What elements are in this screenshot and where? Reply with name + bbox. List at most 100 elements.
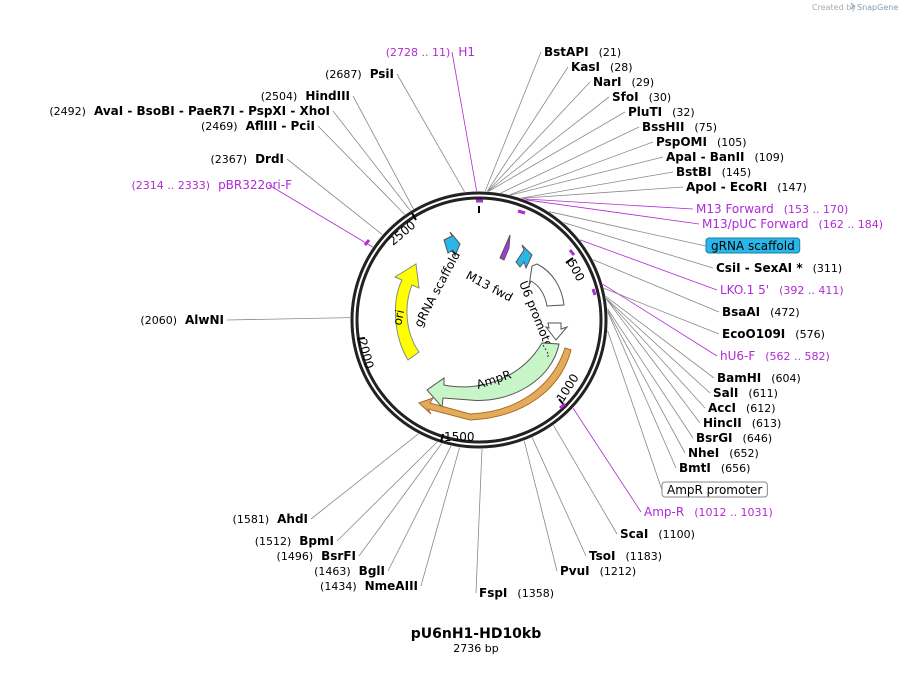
enzyme-site-apoi-leader [521,186,684,199]
enzyme-site-drdi-position: (2367) [210,153,247,166]
primer-h1-position: (2728 .. 11) [386,46,451,59]
primer-pbr322ori-f-name: pBR322ori-F [218,178,292,192]
enzyme-site-sfoi-leader [487,96,610,192]
primer-m13-forward-leader [523,198,694,210]
enzyme-site-scai-position: (1100) [658,528,695,541]
enzyme-site-bgli-leader [387,445,452,572]
enzyme-site-bsshii-leader [500,126,640,194]
enzyme-site-nmeaiii-leader [420,447,460,587]
enzyme-site-ahdi-position: (1581) [233,513,270,526]
primer-lko-1-5-name: LKO.1 5' [720,283,769,297]
enzyme-site-afliii-position: (2469) [201,120,238,133]
enzyme-site-nmeaiii-name: NmeAIII [365,579,418,593]
enzyme-site-psii-name: PsiI [370,67,394,81]
enzyme-site-bamhi-position: (604) [771,372,801,385]
enzyme-site-ahdi-leader [310,433,419,520]
feature-ori[interactable]: ori [390,263,420,361]
grna-scaffold-label-box-text: gRNA scaffold [711,239,795,253]
primer-lko-1-5-leader [579,239,718,291]
feature-m13-fwd[interactable]: M13 fwd [464,234,516,305]
ampr-promoter-label-box-leader [607,330,663,491]
enzyme-site-bsrfi-position: (1496) [277,550,314,563]
ampr-promoter-label-box-text: AmpR promoter [667,483,762,497]
primer-m13-puc-forward-name: M13/pUC Forward [702,217,809,231]
primer-pbr322ori-f-position: (2314 .. 2333) [132,179,211,192]
tick-marks [356,206,574,443]
enzyme-site-nhei-name: NheI [688,446,719,460]
feature-m13-label: M13 fwd [464,268,516,304]
enzyme-site-nmeaiii-position: (1434) [320,580,357,593]
primer-lko-1-5-position: (392 .. 411) [779,284,844,297]
enzyme-site-apai-position: (109) [755,151,785,164]
enzyme-site-avai-leader [332,110,411,211]
enzyme-site-nhei-leader [607,310,686,454]
enzyme-site-psii-leader [396,73,465,193]
enzyme-site-bsrfi-leader [358,443,442,557]
enzyme-site-avai-position: (2492) [49,105,86,118]
enzyme-site-ecoo109i-leader [603,287,720,335]
enzyme-site-sfoi-position: (30) [649,91,672,104]
enzyme-site-bmti-position: (656) [721,462,751,475]
enzyme-site-fspi-name: FspI [479,586,507,600]
enzyme-site-pspomi-position: (105) [717,136,747,149]
enzyme-site-ecoo109i-position: (576) [795,328,825,341]
enzyme-site-bstapi-name: BstAPI [544,45,589,59]
primer-pbr322ori-f-leader [268,184,373,248]
enzyme-site-tsoi-leader [531,437,587,557]
enzyme-site-apai-leader [510,156,664,196]
enzyme-site-apoi-position: (147) [777,181,807,194]
plasmid-name: pU6nH1-HD10kb [411,626,542,642]
enzyme-site-nari-leader [487,81,591,192]
credit-brand: SnapGene [857,3,898,12]
enzyme-site-pluti-name: PluTI [628,105,662,119]
enzyme-site-sali-leader [605,298,711,394]
grna-scaffold-label-box[interactable] [705,237,801,254]
feature-ampr-orf[interactable] [418,347,572,421]
feature-grna-label: gRNA scaffold [411,249,463,329]
enzyme-site-alwni-leader [226,317,351,321]
enzyme-site-bsaai-position: (472) [770,306,800,319]
primer-hu6-f-position: (562 .. 582) [765,350,830,363]
enzyme-site-hincii-position: (613) [752,417,782,430]
enzyme-site-bstapi-leader [484,51,542,192]
enzyme-site-bsaai-name: BsaAI [722,305,760,319]
enzyme-site-csii-leader [563,222,714,269]
primer-marks [363,199,597,410]
ampr-promoter-label-box[interactable] [661,481,768,498]
feature-ampr-promoter[interactable] [544,322,569,341]
credit-text: Created by [812,3,856,12]
feature-grna-scaffold[interactable]: gRNA scaffold [411,231,463,329]
enzyme-site-fspi-position: (1358) [517,587,554,600]
enzyme-site-alwni-position: (2060) [140,314,177,327]
leader-lines [226,51,720,594]
enzyme-site-bstbi-position: (145) [722,166,752,179]
enzyme-site-bsshii-name: BssHII [642,120,684,134]
tick-label-1500: 1500 [444,430,475,444]
enzyme-site-bamhi-leader [605,296,715,379]
enzyme-site-bpmi-position: (1512) [255,535,292,548]
enzyme-site-pluti-position: (32) [672,106,695,119]
enzyme-site-bsshii-position: (75) [694,121,717,134]
enzyme-site-ecoo109i-name: EcoO109I [722,327,785,341]
primer-m13-puc-forward-leader [525,199,700,225]
enzyme-site-bpmi-leader [336,441,438,542]
enzyme-site-apoi-name: ApoI - EcoRI [686,180,767,194]
enzyme-site-hindiii-name: HindIII [305,89,350,103]
enzyme-site-nari-name: NarI [593,75,622,89]
enzyme-site-avai-name: AvaI - BsoBI - PaeR7I - PspXI - XhoI [94,104,330,118]
enzyme-site-bamhi-name: BamHI [717,371,761,385]
primer-amp-r-name: Amp-R [644,505,684,519]
enzyme-site-bsrgi-name: BsrGI [696,431,733,445]
enzyme-site-bstapi-position: (21) [599,46,622,59]
enzyme-site-csii-name: CsiI - SexAI * [716,261,803,275]
enzyme-site-tsoi-name: TsoI [589,549,615,563]
site-labels: BstAPI(21)KasI(28)NarI(29)SfoI(30)PluTI(… [49,45,883,600]
enzyme-site-fspi-leader [475,448,483,594]
primer-hu6-f-leader [602,283,718,357]
enzyme-site-bstbi-leader [521,171,674,199]
enzyme-site-afliii-leader [317,125,406,215]
enzyme-site-pspomi-name: PspOMI [656,135,707,149]
primer-m13-forward-position: (153 .. 170) [784,203,849,216]
enzyme-site-hindiii-position: (2504) [261,90,298,103]
